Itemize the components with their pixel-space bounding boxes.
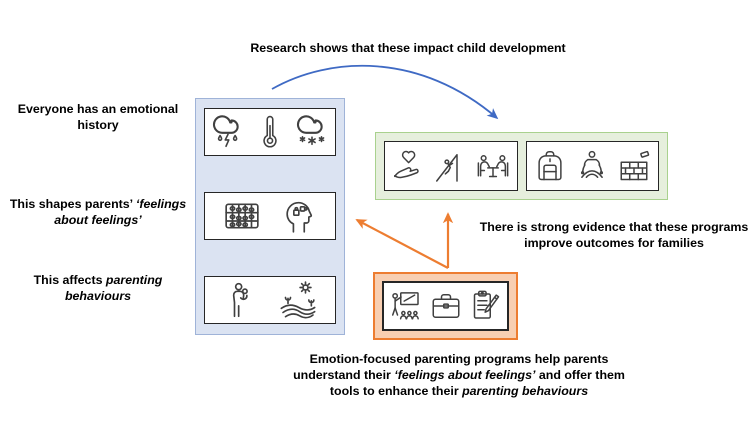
program-box [373,272,518,340]
parenting-behaviours-panel [204,276,336,324]
left-caption-emotional-history: Everyone has an emotional history [17,102,179,133]
climber-icon [433,148,469,184]
clipboard-pencil-icon [467,288,503,324]
left-caption-feelings-about-feelings: This shapes parents’ ‘feelings about fee… [9,197,187,228]
backpack-icon [532,148,568,184]
rain-cloud-icon [209,113,247,151]
briefcase-icon [428,288,464,324]
history-box [195,98,345,335]
outcomes-box [375,132,668,200]
field-sun-icon [278,280,318,320]
child-development-panel [384,141,518,191]
emotional-weather-panel [204,108,336,156]
conversation-icon [475,148,511,184]
parent-child-icon [222,280,262,320]
hand-heart-icon [391,148,427,184]
resilience-panel [525,141,659,191]
arrow-program-to-history [355,219,449,269]
teacher-icon [388,288,424,324]
meditation-icon [574,148,610,184]
top-caption: Research shows that these impact child d… [250,41,566,55]
abacus-icon [222,196,262,236]
snow-cloud-icon [293,113,331,151]
head-puzzle-icon [278,196,318,236]
parenting-program-panel [382,281,509,331]
bottom-caption-programs: Emotion-focused parenting programs help … [293,352,625,399]
thermometer-icon [251,113,289,151]
right-caption-evidence: There is strong evidence that these prog… [479,220,749,251]
left-caption-parenting-behaviours: This affects parenting behaviours [33,273,163,304]
feelings-about-feelings-panel [204,192,336,240]
brick-wall-icon [616,148,652,184]
